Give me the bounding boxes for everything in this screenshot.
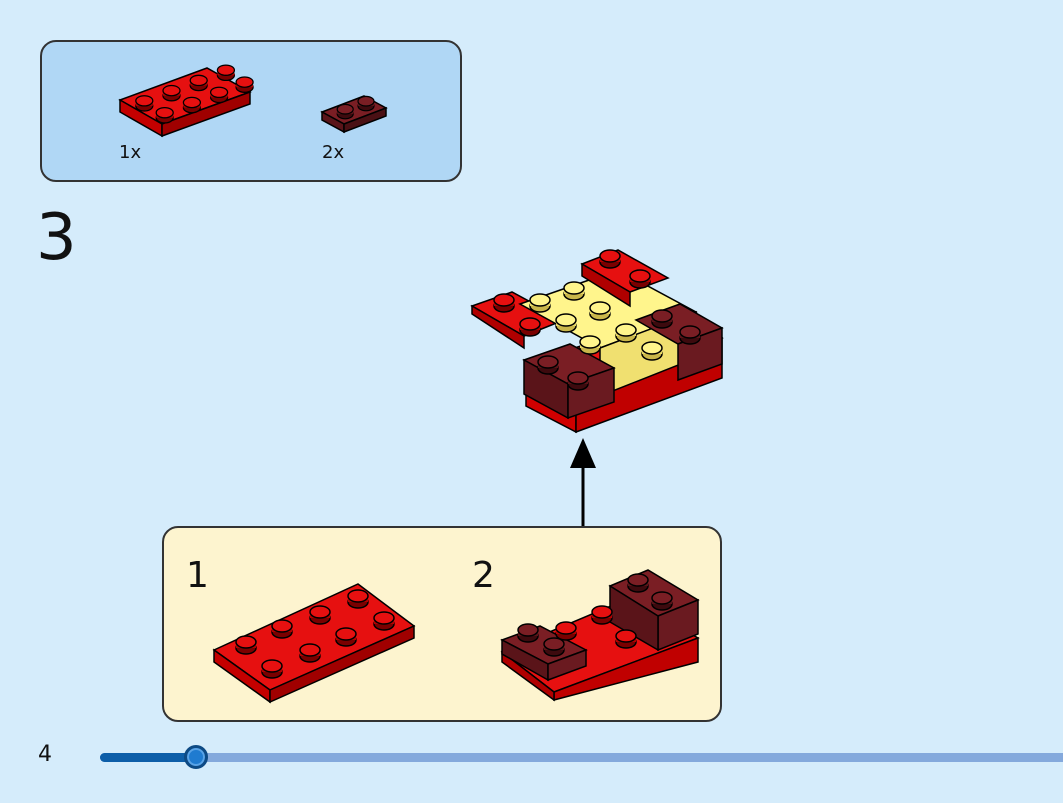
part-qty-1: 1x — [119, 142, 142, 163]
progress-track — [100, 753, 1063, 762]
sub-step-2-number: 2 — [472, 555, 495, 596]
parts-list-box: 1x 2x — [40, 40, 462, 182]
step-number: 3 — [36, 201, 77, 275]
sub-step-1-number: 1 — [186, 555, 209, 596]
progress-knob[interactable] — [184, 745, 208, 769]
page-number: 4 — [38, 742, 52, 767]
part-qty-2: 2x — [322, 142, 345, 163]
up-arrow-icon — [570, 438, 596, 526]
sub-step-2-assembly — [500, 569, 700, 702]
assembled-model — [470, 249, 724, 434]
sub-assembly-box: 1 2 — [162, 526, 722, 722]
dark-red-1x2-plate-icon — [320, 95, 388, 134]
progress-fill — [100, 753, 196, 762]
sub-step-1-red-plate — [212, 583, 416, 704]
red-2x4-plate-icon — [118, 64, 254, 138]
